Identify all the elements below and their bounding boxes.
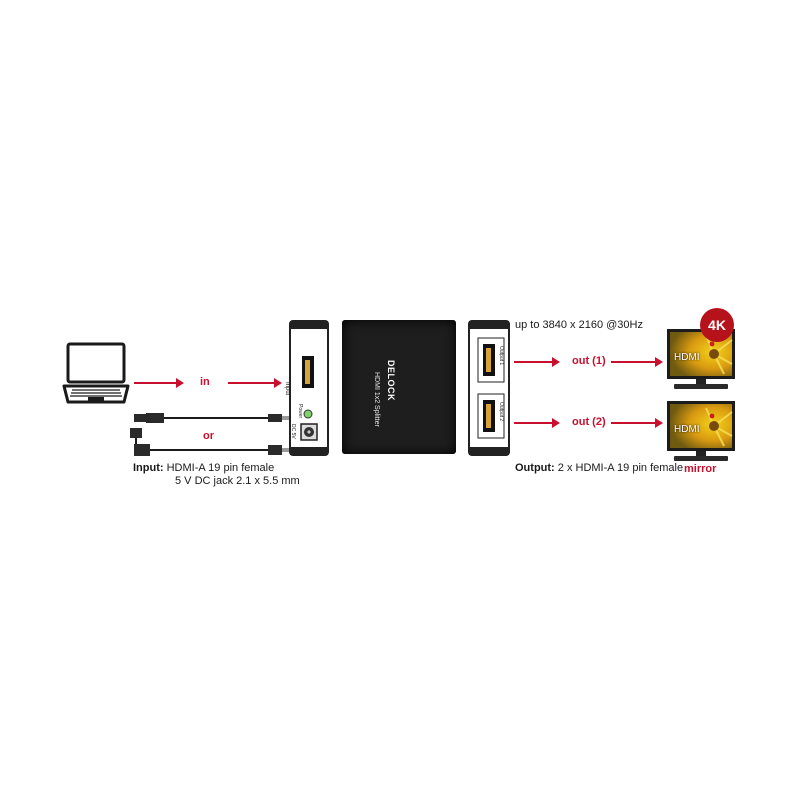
- power-led-label: Power: [297, 404, 303, 419]
- out2-label: out (2): [572, 416, 606, 428]
- splitter-device: [342, 320, 456, 454]
- output2-port-label: Output 2: [498, 402, 504, 422]
- output1-arrow-left: [514, 357, 560, 367]
- output2-arrow-right: [611, 418, 663, 428]
- output-spec-value: 2 x HDMI-A 19 pin female: [557, 462, 684, 474]
- in-label: in: [200, 376, 210, 388]
- laptop-icon: [62, 342, 130, 404]
- input-spec-line1: HDMI-A 19 pin female: [166, 462, 275, 474]
- or-label: or: [203, 430, 214, 442]
- splitter-brand: DELOCK: [386, 360, 396, 401]
- output2-arrow-left: [514, 418, 560, 428]
- resolution-note: up to 3840 x 2160 @30Hz: [515, 319, 643, 331]
- input-arrow-left: [134, 378, 184, 388]
- output-panel: [468, 320, 510, 456]
- monitor-2: [667, 401, 735, 461]
- dc-jack-label: DC 5V: [290, 424, 296, 439]
- output1-arrow-right: [611, 357, 663, 367]
- cables: [130, 413, 290, 456]
- input-spec: Input: HDMI-A 19 pin female: [133, 462, 274, 475]
- input-port-label: Input: [284, 382, 290, 396]
- input-spec-line2: 5 V DC jack 2.1 x 5.5 mm: [175, 475, 300, 487]
- output-spec: Output: 2 x HDMI-A 19 pin female: [515, 462, 683, 475]
- mirror-label: mirror: [684, 463, 717, 475]
- splitter-model: HDMI 1x2 Splitter: [373, 372, 380, 427]
- input-panel: [289, 320, 329, 456]
- input-heading: Input:: [133, 462, 164, 474]
- output-heading: Output:: [515, 462, 555, 474]
- monitor1-screen-text: HDMI: [674, 352, 700, 363]
- out1-label: out (1): [572, 355, 606, 367]
- monitor2-screen-text: HDMI: [674, 424, 700, 435]
- 4k-badge-icon: [700, 308, 734, 342]
- input-arrow-right: [228, 378, 282, 388]
- 4k-badge-label: 4K: [708, 317, 726, 333]
- output1-port-label: Output 1: [498, 346, 504, 366]
